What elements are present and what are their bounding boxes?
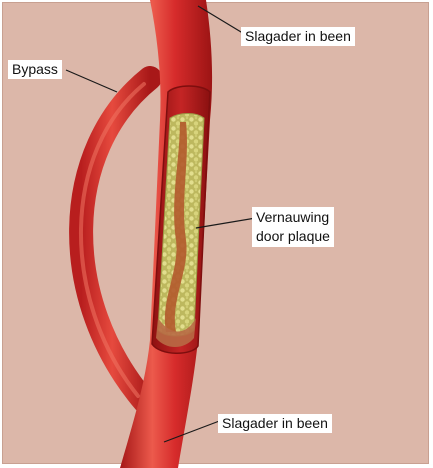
label-artery-top: Slagader in been xyxy=(241,27,355,46)
leader-line-narrowing xyxy=(196,218,256,228)
label-narrowing-line2: door plaque xyxy=(256,227,330,246)
label-bypass: Bypass xyxy=(8,60,62,79)
label-narrowing: Vernauwing door plaque xyxy=(252,207,334,247)
bypass-graft xyxy=(81,78,150,402)
leader-line-bypass xyxy=(66,70,117,92)
label-artery-bottom: Slagader in been xyxy=(218,414,332,433)
label-narrowing-line1: Vernauwing xyxy=(256,208,330,227)
